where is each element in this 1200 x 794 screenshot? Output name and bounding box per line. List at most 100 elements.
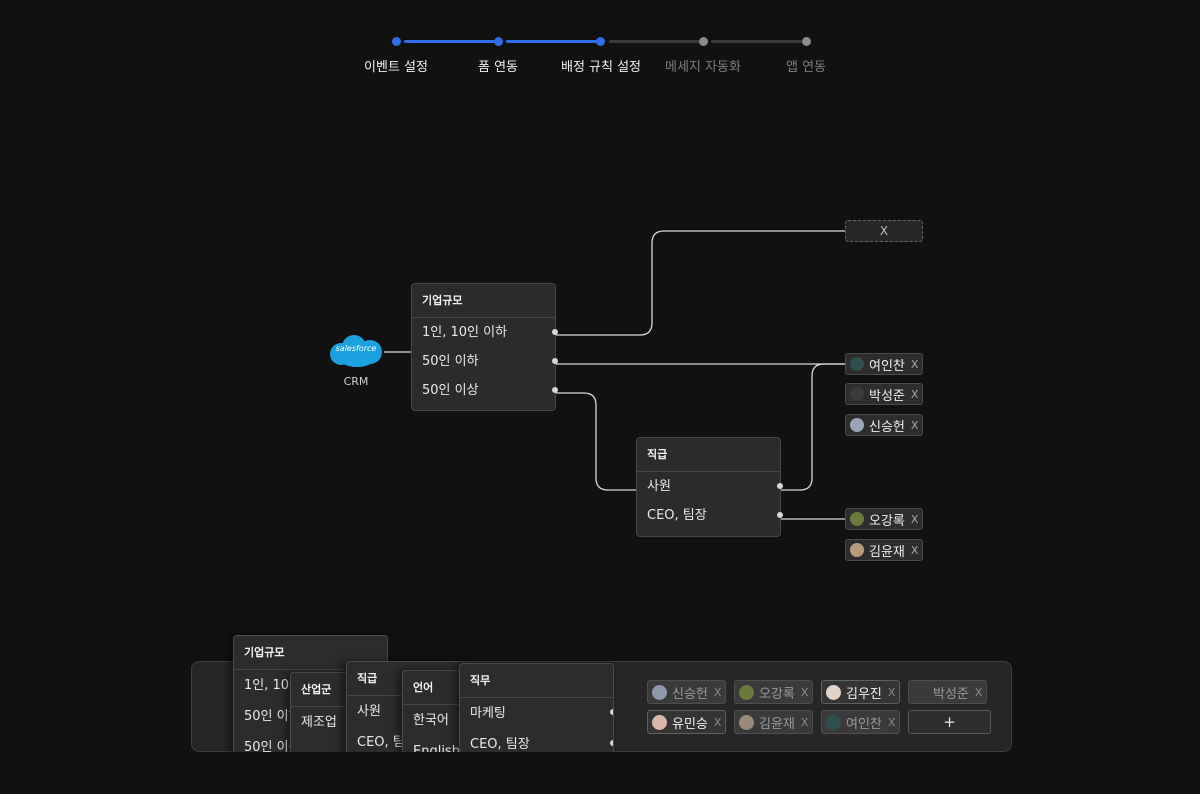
avatar-icon	[850, 387, 864, 401]
option-label: 사원	[647, 479, 671, 494]
assignee-chip[interactable]: 김윤재 X	[845, 539, 924, 561]
add-member-button[interactable]: +	[908, 710, 991, 734]
progress-stepper: 이벤트 설정 폼 연동 배정 규칙 설정 메세지 자동화 앱 연동	[0, 0, 1200, 90]
step-label-message[interactable]: 메세지 자동화	[665, 60, 741, 75]
step-label-app[interactable]: 앱 연동	[785, 60, 826, 75]
member-name: 유민승	[672, 716, 708, 732]
company-size-option-3[interactable]: 50인 이상	[412, 376, 558, 405]
remove-icon[interactable]: X	[910, 387, 919, 401]
assignee-name: 여인찬	[869, 358, 905, 374]
assignee-name: 박성준	[869, 388, 905, 404]
tray-card-job[interactable]: 직무 마케팅 CEO, 팀장	[459, 663, 614, 752]
card-row: 50인 이하	[244, 709, 301, 724]
remove-icon[interactable]: X	[887, 715, 896, 729]
tray-member-chip[interactable]: 박성준 X	[908, 680, 988, 704]
output-port[interactable]	[552, 329, 558, 335]
tray-member-chip[interactable]: 김윤재 X	[734, 710, 814, 734]
step-label-form[interactable]: 폼 연동	[477, 60, 518, 75]
remove-icon[interactable]: X	[910, 418, 919, 432]
avatar-icon	[739, 714, 754, 730]
member-name: 오강록	[759, 686, 795, 702]
tray-member-chip[interactable]: 김우진 X	[821, 680, 901, 704]
member-name: 김우진	[846, 686, 882, 702]
row-label: CEO, 팀장	[470, 737, 530, 752]
position-option-staff[interactable]: 사원	[637, 472, 783, 501]
remove-icon[interactable]: X	[800, 685, 809, 699]
step-label-assignment[interactable]: 배정 규칙 설정	[560, 60, 642, 75]
tray-member-chip[interactable]: 유민승 X	[647, 710, 727, 734]
position-card[interactable]: 직급 사원 CEO, 팀장	[636, 437, 783, 537]
card-row: 사원	[357, 704, 381, 719]
card-row: CEO, 팀장	[460, 729, 613, 752]
remove-icon[interactable]: X	[910, 357, 919, 371]
avatar-icon	[826, 714, 841, 730]
card-row: CEO, 팀장	[357, 735, 417, 750]
step-dot-2[interactable]	[494, 37, 503, 46]
member-name: 김윤재	[759, 716, 795, 732]
tray-member-chip[interactable]: 여인찬 X	[821, 710, 901, 734]
avatar-icon	[913, 684, 928, 700]
empty-assignee-slot[interactable]: X	[845, 220, 923, 242]
wire-size-1-to-empty	[554, 230, 845, 336]
avatar-icon	[850, 418, 864, 432]
avatar-icon	[652, 714, 667, 730]
assignee-chip[interactable]: 박성준 X	[845, 383, 924, 405]
option-label: 50인 이하	[422, 354, 479, 369]
option-label: 50인 이상	[422, 383, 479, 398]
output-port[interactable]	[552, 358, 558, 364]
avatar-icon	[652, 684, 667, 700]
avatar-icon	[739, 684, 754, 700]
step-connector	[404, 40, 495, 43]
card-row: 제조업	[301, 715, 337, 730]
company-size-card[interactable]: 기업규모 1인, 10인 이하 50인 이하 50인 이상	[411, 283, 558, 411]
card-row: 한국어	[413, 713, 449, 728]
card-row: 50인 이상	[244, 740, 301, 752]
avatar-icon	[850, 512, 864, 526]
assignee-chip[interactable]: 오강록 X	[845, 508, 924, 530]
position-option-ceo[interactable]: CEO, 팀장	[637, 501, 783, 530]
step-label-events[interactable]: 이벤트 설정	[364, 60, 428, 75]
remove-icon[interactable]: X	[974, 685, 983, 699]
output-port[interactable]	[552, 387, 558, 393]
company-size-option-2[interactable]: 50인 이하	[412, 347, 558, 376]
tray-member-chip[interactable]: 신승헌 X	[647, 680, 727, 704]
salesforce-logo-text: salesforce	[335, 344, 377, 353]
output-port[interactable]	[777, 512, 783, 518]
card-title: 직무	[460, 664, 613, 698]
option-label: CEO, 팀장	[647, 508, 707, 523]
crm-label: CRM	[343, 375, 369, 388]
assignee-chip[interactable]: 여인찬 X	[845, 353, 924, 375]
output-port[interactable]	[777, 483, 783, 489]
remove-icon[interactable]: X	[910, 512, 919, 526]
option-label: 1인, 10인 이하	[422, 325, 508, 340]
card-row: English	[413, 744, 460, 752]
remove-icon[interactable]: X	[713, 715, 722, 729]
step-connector	[609, 40, 700, 43]
step-dot-5[interactable]	[802, 37, 811, 46]
avatar-icon	[850, 357, 864, 371]
output-port[interactable]	[610, 740, 613, 746]
member-name: 박성준	[933, 686, 969, 702]
remove-icon[interactable]: X	[910, 543, 919, 557]
card-row: 마케팅	[460, 698, 613, 729]
assignee-name: 신승헌	[869, 419, 905, 435]
tray-member-chip[interactable]: 오강록 X	[734, 680, 814, 704]
step-dot-3[interactable]	[596, 37, 605, 46]
remove-icon[interactable]: X	[713, 685, 722, 699]
tray-cards-clip: 기업규모 1인, 10인 이하 50인 이하 50인 이상 산업군 제조업 직급…	[233, 635, 614, 752]
step-dot-1[interactable]	[392, 37, 401, 46]
output-port[interactable]	[610, 709, 613, 715]
remove-icon[interactable]: X	[800, 715, 809, 729]
assignee-name: 오강록	[869, 513, 905, 529]
step-dot-4[interactable]	[699, 37, 708, 46]
step-connector	[711, 40, 802, 43]
crm-source[interactable]: salesforce CRM	[328, 333, 384, 388]
member-name: 여인찬	[846, 716, 882, 732]
card-title: 직급	[637, 438, 780, 472]
avatar-icon	[850, 543, 864, 557]
remove-icon[interactable]: X	[887, 685, 896, 699]
company-size-option-1[interactable]: 1인, 10인 이하	[412, 318, 558, 347]
assignee-chip[interactable]: 신승헌 X	[845, 414, 924, 436]
row-label: 마케팅	[470, 706, 506, 721]
